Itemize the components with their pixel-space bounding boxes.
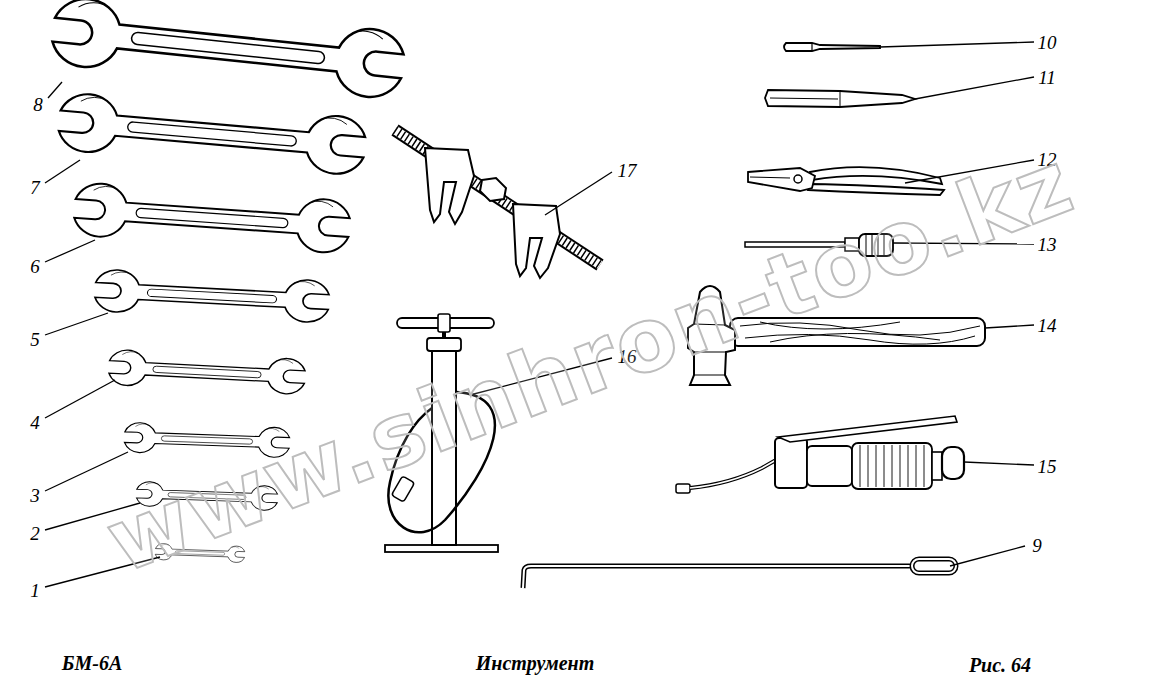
wrench: [57, 92, 367, 176]
callout-number: 7: [30, 178, 40, 197]
wrench: [73, 182, 351, 254]
callout-number: 11: [1038, 68, 1056, 87]
callout-number: 13: [1038, 235, 1057, 254]
callout-number: 5: [30, 330, 40, 349]
callout-number: 15: [1038, 457, 1057, 476]
callout-number: 17: [618, 161, 637, 180]
callout-number: 9: [1032, 536, 1042, 555]
callout-number: 2: [30, 524, 40, 543]
callout-number: 10: [1038, 33, 1057, 52]
watermark: www.sinhron-too.kz: [96, 137, 1084, 586]
figure-number: Рис. 64: [969, 655, 1031, 675]
figure-caption: Инструмент: [476, 653, 594, 673]
callout-number: 14: [1038, 316, 1057, 335]
callout-number: 6: [30, 257, 40, 276]
callout-number: 1: [30, 581, 40, 600]
wrench: [50, 0, 406, 100]
callout-number: 8: [33, 95, 43, 114]
callout-number: 4: [30, 413, 40, 432]
wrench: [94, 269, 330, 323]
wrench: [108, 349, 305, 395]
model-label: БМ-6А: [62, 653, 123, 673]
callout-number: 3: [30, 486, 40, 505]
